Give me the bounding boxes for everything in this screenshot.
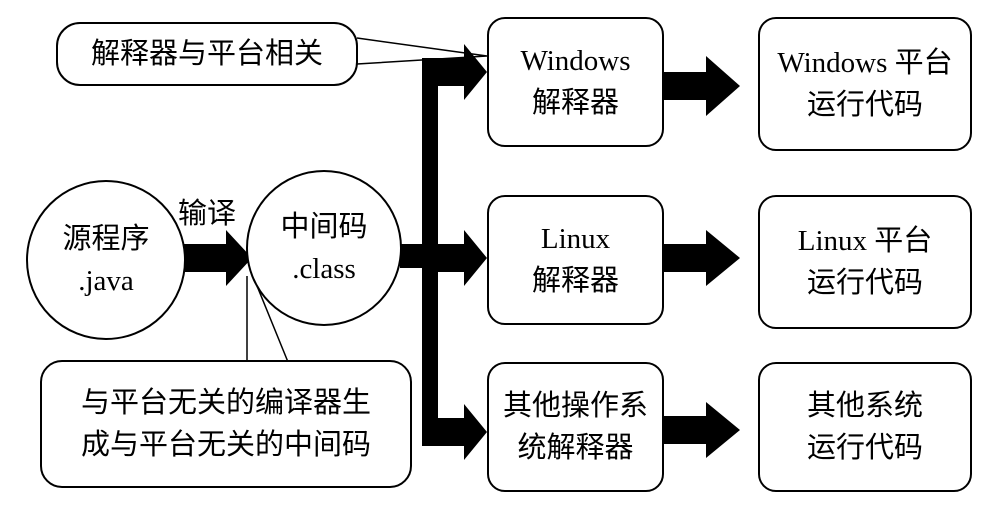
output-other-line2: 运行代码 — [806, 432, 923, 464]
interpreter-linux-line1: Linux — [540, 223, 611, 255]
interpreter-windows-line2: 解释器 — [531, 87, 619, 119]
compile-arrow — [182, 230, 252, 286]
output-windows-line2: 运行代码 — [806, 89, 923, 121]
compile-label: 输译 — [178, 198, 237, 230]
interpreter-linux: Linux 解释器 — [487, 195, 664, 325]
output-arrow-other — [663, 402, 740, 458]
bytecode-line1: 中间码 — [280, 211, 368, 243]
branch-arrow-windows — [422, 44, 487, 100]
source-line1: 源程序 — [62, 223, 150, 255]
callout-platform-independent: 与平台无关的编译器生 成与平台无关的中间码 — [40, 360, 412, 488]
output-linux: Linux 平台 运行代码 — [758, 195, 972, 329]
callout-bottom-line1: 与平台无关的编译器生 — [80, 387, 371, 419]
interpreter-other-line2: 统解释器 — [517, 432, 634, 464]
bytecode-line2: .class — [292, 253, 356, 285]
callout-bottom-line2: 成与平台无关的中间码 — [80, 429, 371, 461]
bytecode-class-circle: 中间码 .class — [246, 170, 402, 326]
interpreter-windows-line1: Windows — [520, 45, 631, 77]
output-windows: Windows 平台 运行代码 — [758, 17, 972, 151]
source-line2: .java — [78, 265, 134, 297]
branch-arrow-linux — [430, 230, 487, 286]
output-other: 其他系统 运行代码 — [758, 362, 972, 492]
callout-platform-dependent: 解释器与平台相关 — [56, 22, 358, 86]
output-windows-line1: Windows 平台 — [777, 47, 953, 79]
interpreter-other-line1: 其他操作系 — [502, 390, 648, 422]
output-arrow-linux — [663, 230, 740, 286]
interpreter-linux-line2: 解释器 — [531, 265, 619, 297]
output-linux-line1: Linux 平台 — [797, 225, 933, 257]
branch-arrow-other — [422, 404, 487, 460]
output-linux-line2: 运行代码 — [806, 267, 923, 299]
interpreter-other: 其他操作系 统解释器 — [487, 362, 664, 492]
source-java-circle: 源程序 .java — [26, 180, 186, 340]
output-arrow-windows — [663, 56, 740, 116]
callout-top-text: 解释器与平台相关 — [90, 38, 323, 70]
interpreter-windows: Windows 解释器 — [487, 17, 664, 147]
output-other-line1: 其他系统 — [806, 390, 923, 422]
